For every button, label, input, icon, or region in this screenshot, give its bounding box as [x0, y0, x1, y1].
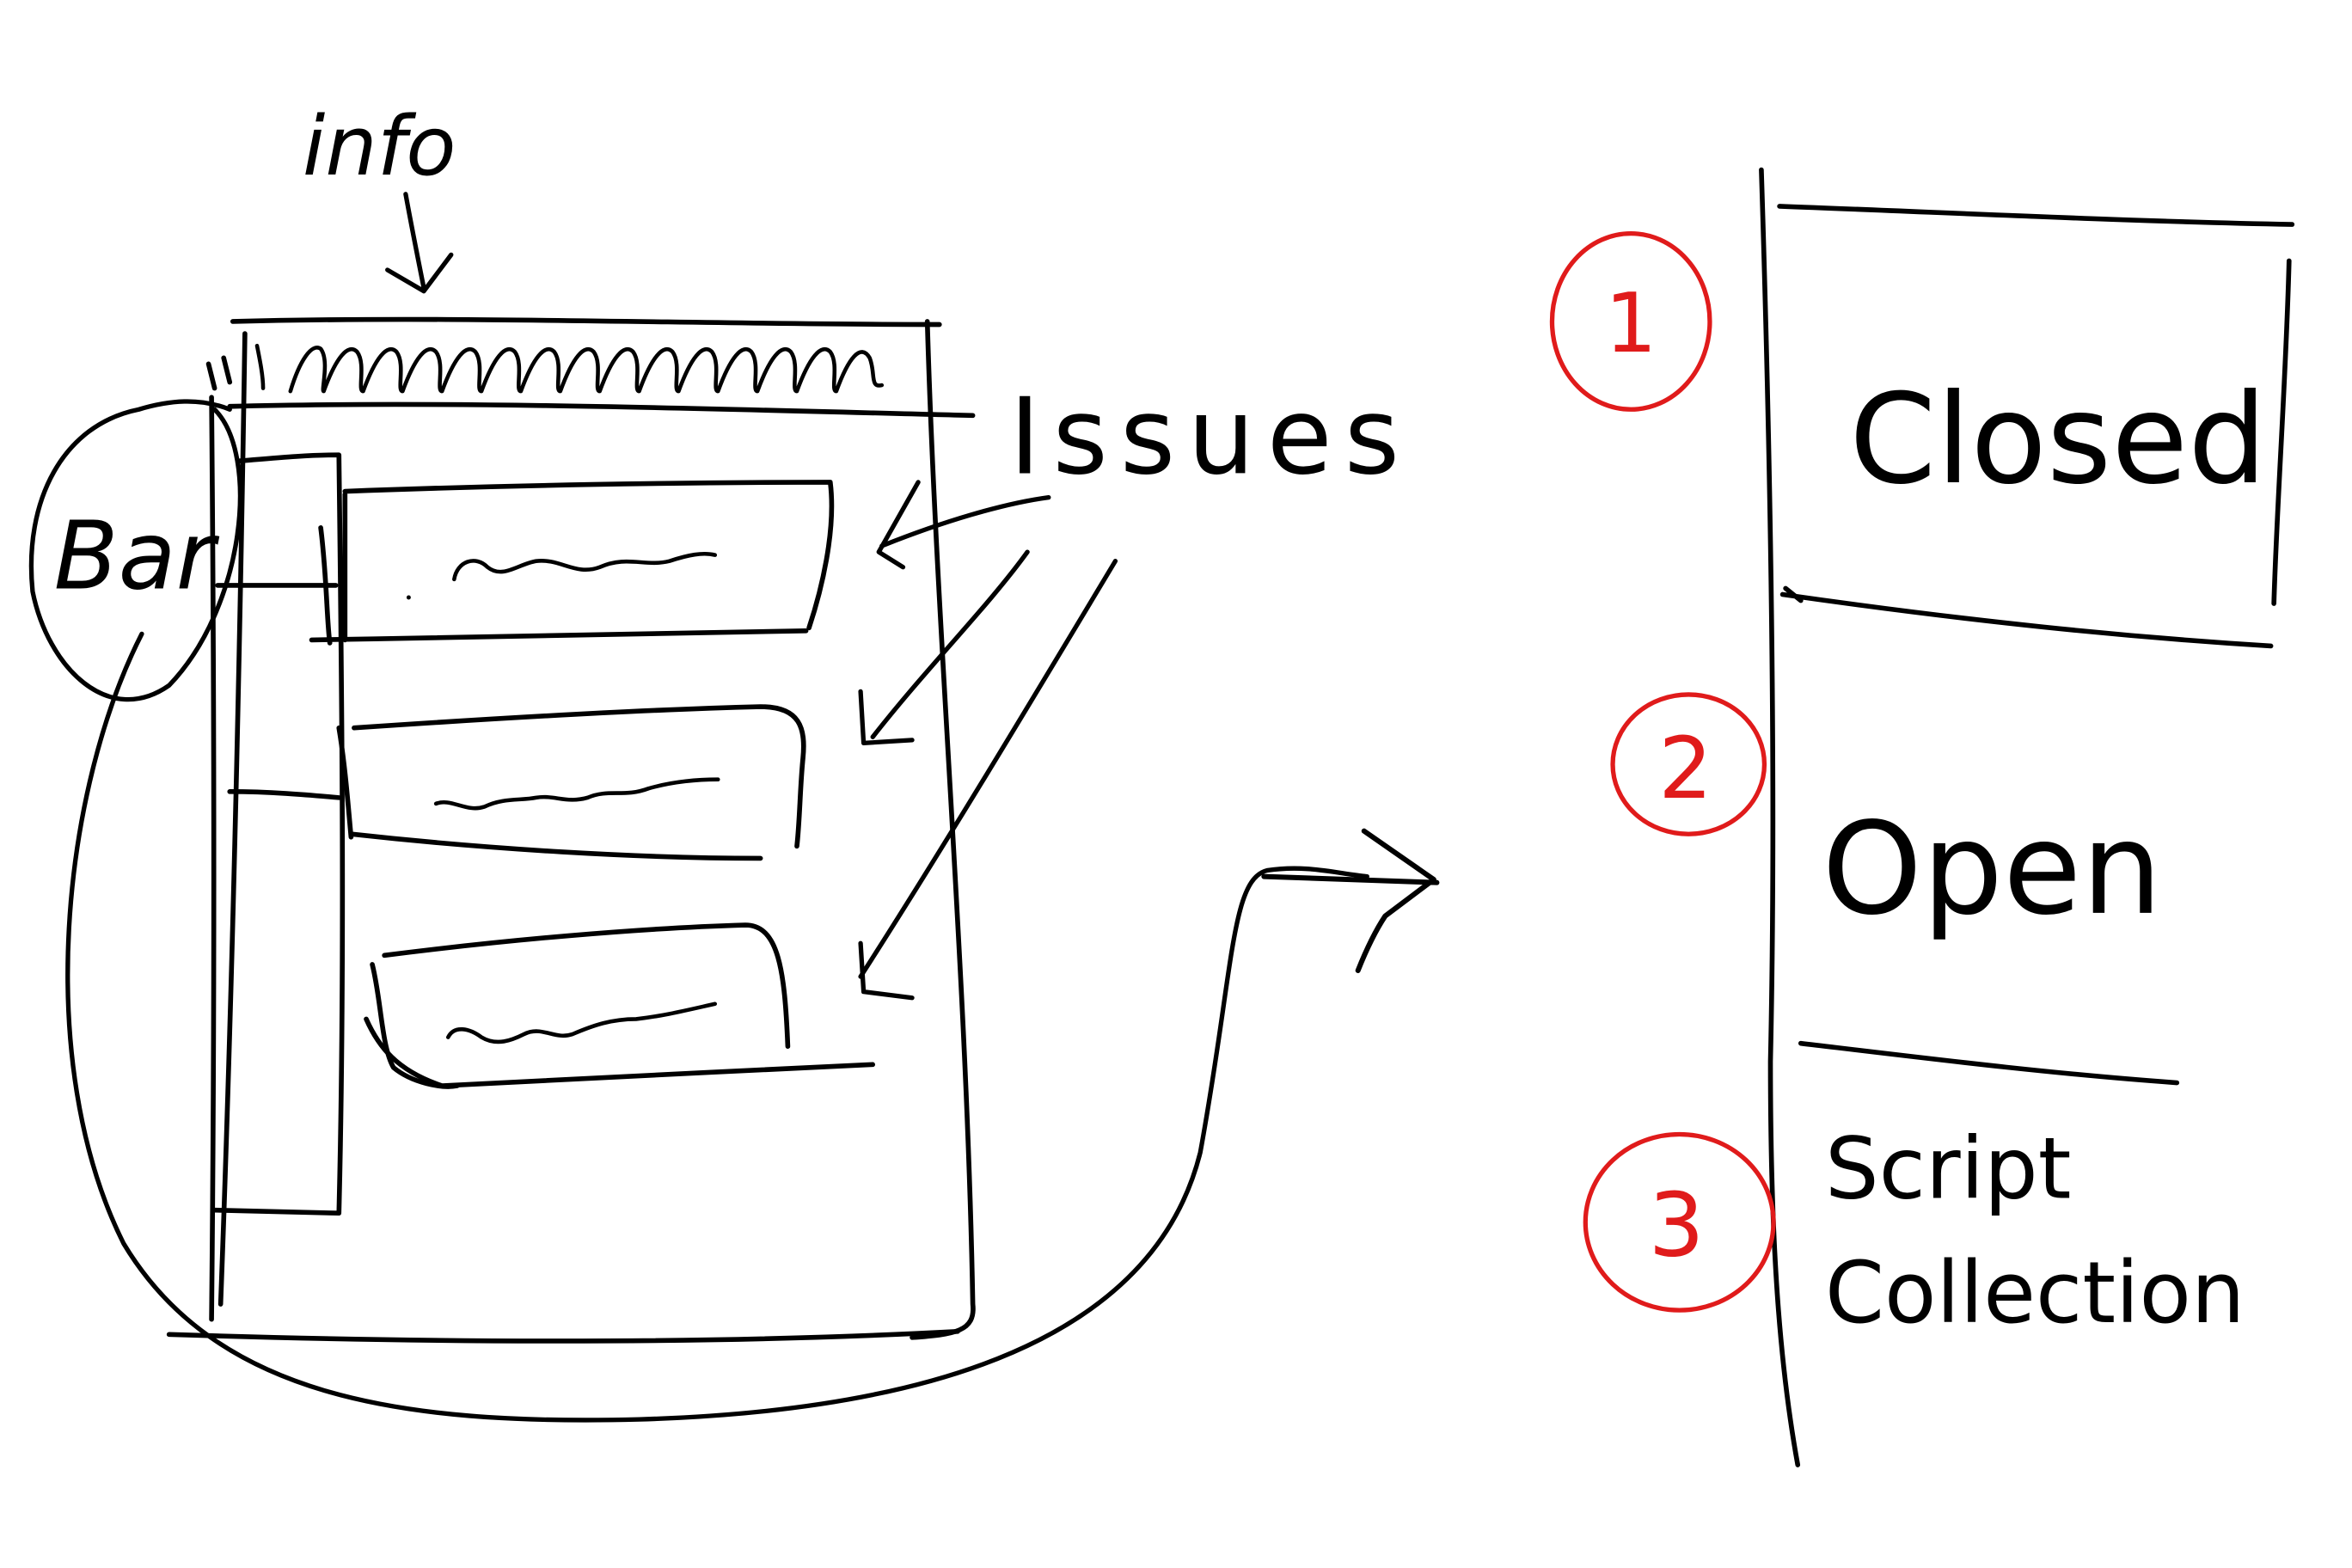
menu-number-circle-2 — [1610, 692, 1767, 836]
menu-number-2: 2 — [1658, 720, 1712, 818]
issue-card-2 — [336, 704, 806, 861]
menu-item-label-open: Open — [1822, 794, 2162, 943]
nav-item-script-collection[interactable]: 3 Script Collection — [1583, 1120, 2245, 1344]
info-scribble — [254, 343, 885, 394]
nav-item-closed[interactable]: 1 Closed — [1549, 231, 2267, 512]
issue-card-1 — [309, 480, 835, 643]
nav-item-open[interactable]: 2 Open — [1610, 692, 2162, 943]
bar-label: Bar — [54, 500, 220, 610]
sidebar-bar — [211, 452, 346, 1216]
menu-number-circle-3 — [1583, 1131, 1776, 1313]
issue-card-3-scribble — [445, 1001, 718, 1044]
menu-item-label-script-collection-line-2: Collection — [1825, 1244, 2245, 1343]
menu-item-label-closed: Closed — [1849, 368, 2267, 512]
issue-card-2-scribble — [433, 777, 720, 811]
bar-annotation: Bar — [28, 399, 1440, 1423]
menu-item-label-script-collection-line-1: Script — [1825, 1120, 2071, 1219]
issues-arrow-2 — [858, 549, 1030, 746]
info-label: info — [303, 100, 456, 194]
menu-number-3: 3 — [1649, 1175, 1705, 1277]
issues-label: Issues — [1009, 375, 1412, 499]
info-arrow — [385, 192, 454, 294]
menu-number-circle-1 — [1549, 231, 1712, 412]
app-window-wireframe — [166, 316, 976, 1344]
connector-arrowhead — [1261, 828, 1440, 973]
issues-arrows — [858, 480, 1118, 1001]
issue-card-3 — [364, 922, 876, 1089]
issue-card-1-scribble — [452, 551, 718, 582]
menu-item-label-script-collection: Script Collection — [1825, 1120, 2245, 1344]
nav-menu-wireframe — [1759, 167, 2295, 1467]
issues-arrow-3 — [858, 559, 1118, 1001]
menu-number-1: 1 — [1605, 277, 1657, 371]
bar-annotation-circle — [28, 399, 242, 702]
bar-to-menu-connector — [65, 631, 1369, 1423]
issues-arrow-1 — [876, 480, 1051, 570]
